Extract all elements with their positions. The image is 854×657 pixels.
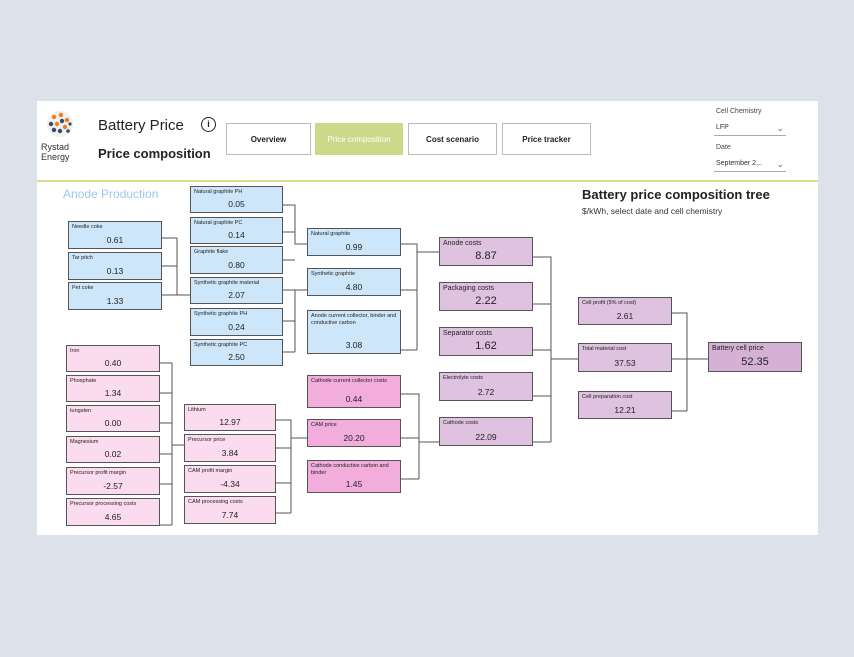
node-lithium[interactable]: Lithium 12.97 (184, 404, 276, 431)
node-magnesium[interactable]: Magnesium 0.02 (66, 436, 160, 463)
node-total-material-cost[interactable]: Total material cost 37.53 (578, 343, 672, 372)
node-tungsten[interactable]: tungsten 0.00 (66, 405, 160, 432)
brand-name: Rystad Energy (41, 142, 70, 162)
chevron-down-icon: ⌄ (776, 123, 784, 133)
node-tar-pitch[interactable]: Tar pitch 0.13 (68, 252, 162, 280)
cell-chemistry-value: LFP (716, 124, 729, 131)
date-dropdown[interactable]: September 2... ⌄ (714, 156, 786, 172)
chevron-down-icon: ⌄ (776, 159, 784, 169)
node-synthetic-graphite-pc[interactable]: Synthetic graphite PC 2.50 (190, 339, 283, 366)
node-battery-cell-price[interactable]: Battery cell price 52.35 (708, 342, 802, 372)
node-precursor-profit-margin[interactable]: Precursor profit margin -2.57 (66, 467, 160, 495)
node-synthetic-graphite[interactable]: Synthetic graphite 4.80 (307, 268, 401, 296)
report-header: Rystad Energy Battery Price i Price comp… (37, 101, 818, 181)
node-anode-costs[interactable]: Anode costs 8.87 (439, 237, 533, 266)
node-cam-profit-margin[interactable]: CAM profit margin -4.34 (184, 465, 276, 493)
nav-overview-button[interactable]: Overview (226, 123, 311, 155)
node-cathode-costs[interactable]: Cathode costs 22.09 (439, 417, 533, 446)
node-graphite-flake[interactable]: Graphite flake 0.80 (190, 246, 283, 274)
rystad-logo-icon (47, 111, 73, 137)
node-separator-costs[interactable]: Separator costs 1.62 (439, 327, 533, 356)
tree-subtitle: $/kWh, select date and cell chemistry (582, 206, 723, 216)
cell-chemistry-label: Cell Chemistry (716, 108, 762, 115)
node-needle-coke[interactable]: Needle coke 0.61 (68, 221, 162, 249)
node-precursor-price[interactable]: Precursor price 3.84 (184, 434, 276, 462)
nav-cost-scenario-button[interactable]: Cost scenario (408, 123, 497, 155)
node-cell-profit[interactable]: Cell profit (5% of cost) 2.61 (578, 297, 672, 325)
page-title: Price composition (98, 146, 211, 161)
node-natural-graphite[interactable]: Natural graphite 0.99 (307, 228, 401, 256)
tree-title: Battery price composition tree (582, 187, 770, 202)
node-phosphate[interactable]: Phosphate 1.34 (66, 375, 160, 402)
node-electrolyte-costs[interactable]: Electrolyte costs 2.72 (439, 372, 533, 401)
info-icon[interactable]: i (201, 117, 216, 132)
node-cell-preparation-cost[interactable]: Cell preparation cost 12.21 (578, 391, 672, 419)
section-label-anode-production: Anode Production (63, 187, 159, 201)
tree-connectors (160, 204, 708, 526)
node-cam-price[interactable]: CAM price 20.20 (307, 419, 401, 447)
date-label: Date (716, 144, 731, 151)
report-canvas: Rystad Energy Battery Price i Price comp… (37, 101, 818, 535)
node-pet-coke[interactable]: Pet coke 1.33 (68, 282, 162, 310)
node-precursor-processing-costs[interactable]: Precursor processing costs 4.65 (66, 498, 160, 526)
node-cathode-conductive-carbon[interactable]: Cathode conductive carbon and binder 1.4… (307, 460, 401, 493)
header-divider (37, 180, 818, 182)
date-value: September 2... (716, 160, 762, 167)
composition-tree: Anode Production Battery price compositi… (37, 182, 818, 535)
node-cam-processing-costs[interactable]: CAM processing costs 7.74 (184, 496, 276, 524)
node-iron[interactable]: Iron 0.40 (66, 345, 160, 372)
nav-price-composition-button[interactable]: Price composition (315, 123, 403, 155)
node-synthetic-graphite-material[interactable]: Synthetic graphite material 2.07 (190, 277, 283, 304)
node-natural-graphite-pc[interactable]: Natural graphite PC 0.14 (190, 217, 283, 244)
node-anode-current-collector[interactable]: Anode current collector, binder and cond… (307, 310, 401, 354)
cell-chemistry-dropdown[interactable]: LFP ⌄ (714, 120, 786, 136)
app-title: Battery Price (98, 117, 184, 134)
node-natural-graphite-ph[interactable]: Natural graphite PH 0.05 (190, 186, 283, 213)
nav-price-tracker-button[interactable]: Price tracker (502, 123, 591, 155)
node-synthetic-graphite-ph[interactable]: Synthetic graphite PH 0.24 (190, 308, 283, 336)
node-packaging-costs[interactable]: Packaging costs 2.22 (439, 282, 533, 311)
node-cathode-current-collector[interactable]: Cathode current collector costs 0.44 (307, 375, 401, 408)
